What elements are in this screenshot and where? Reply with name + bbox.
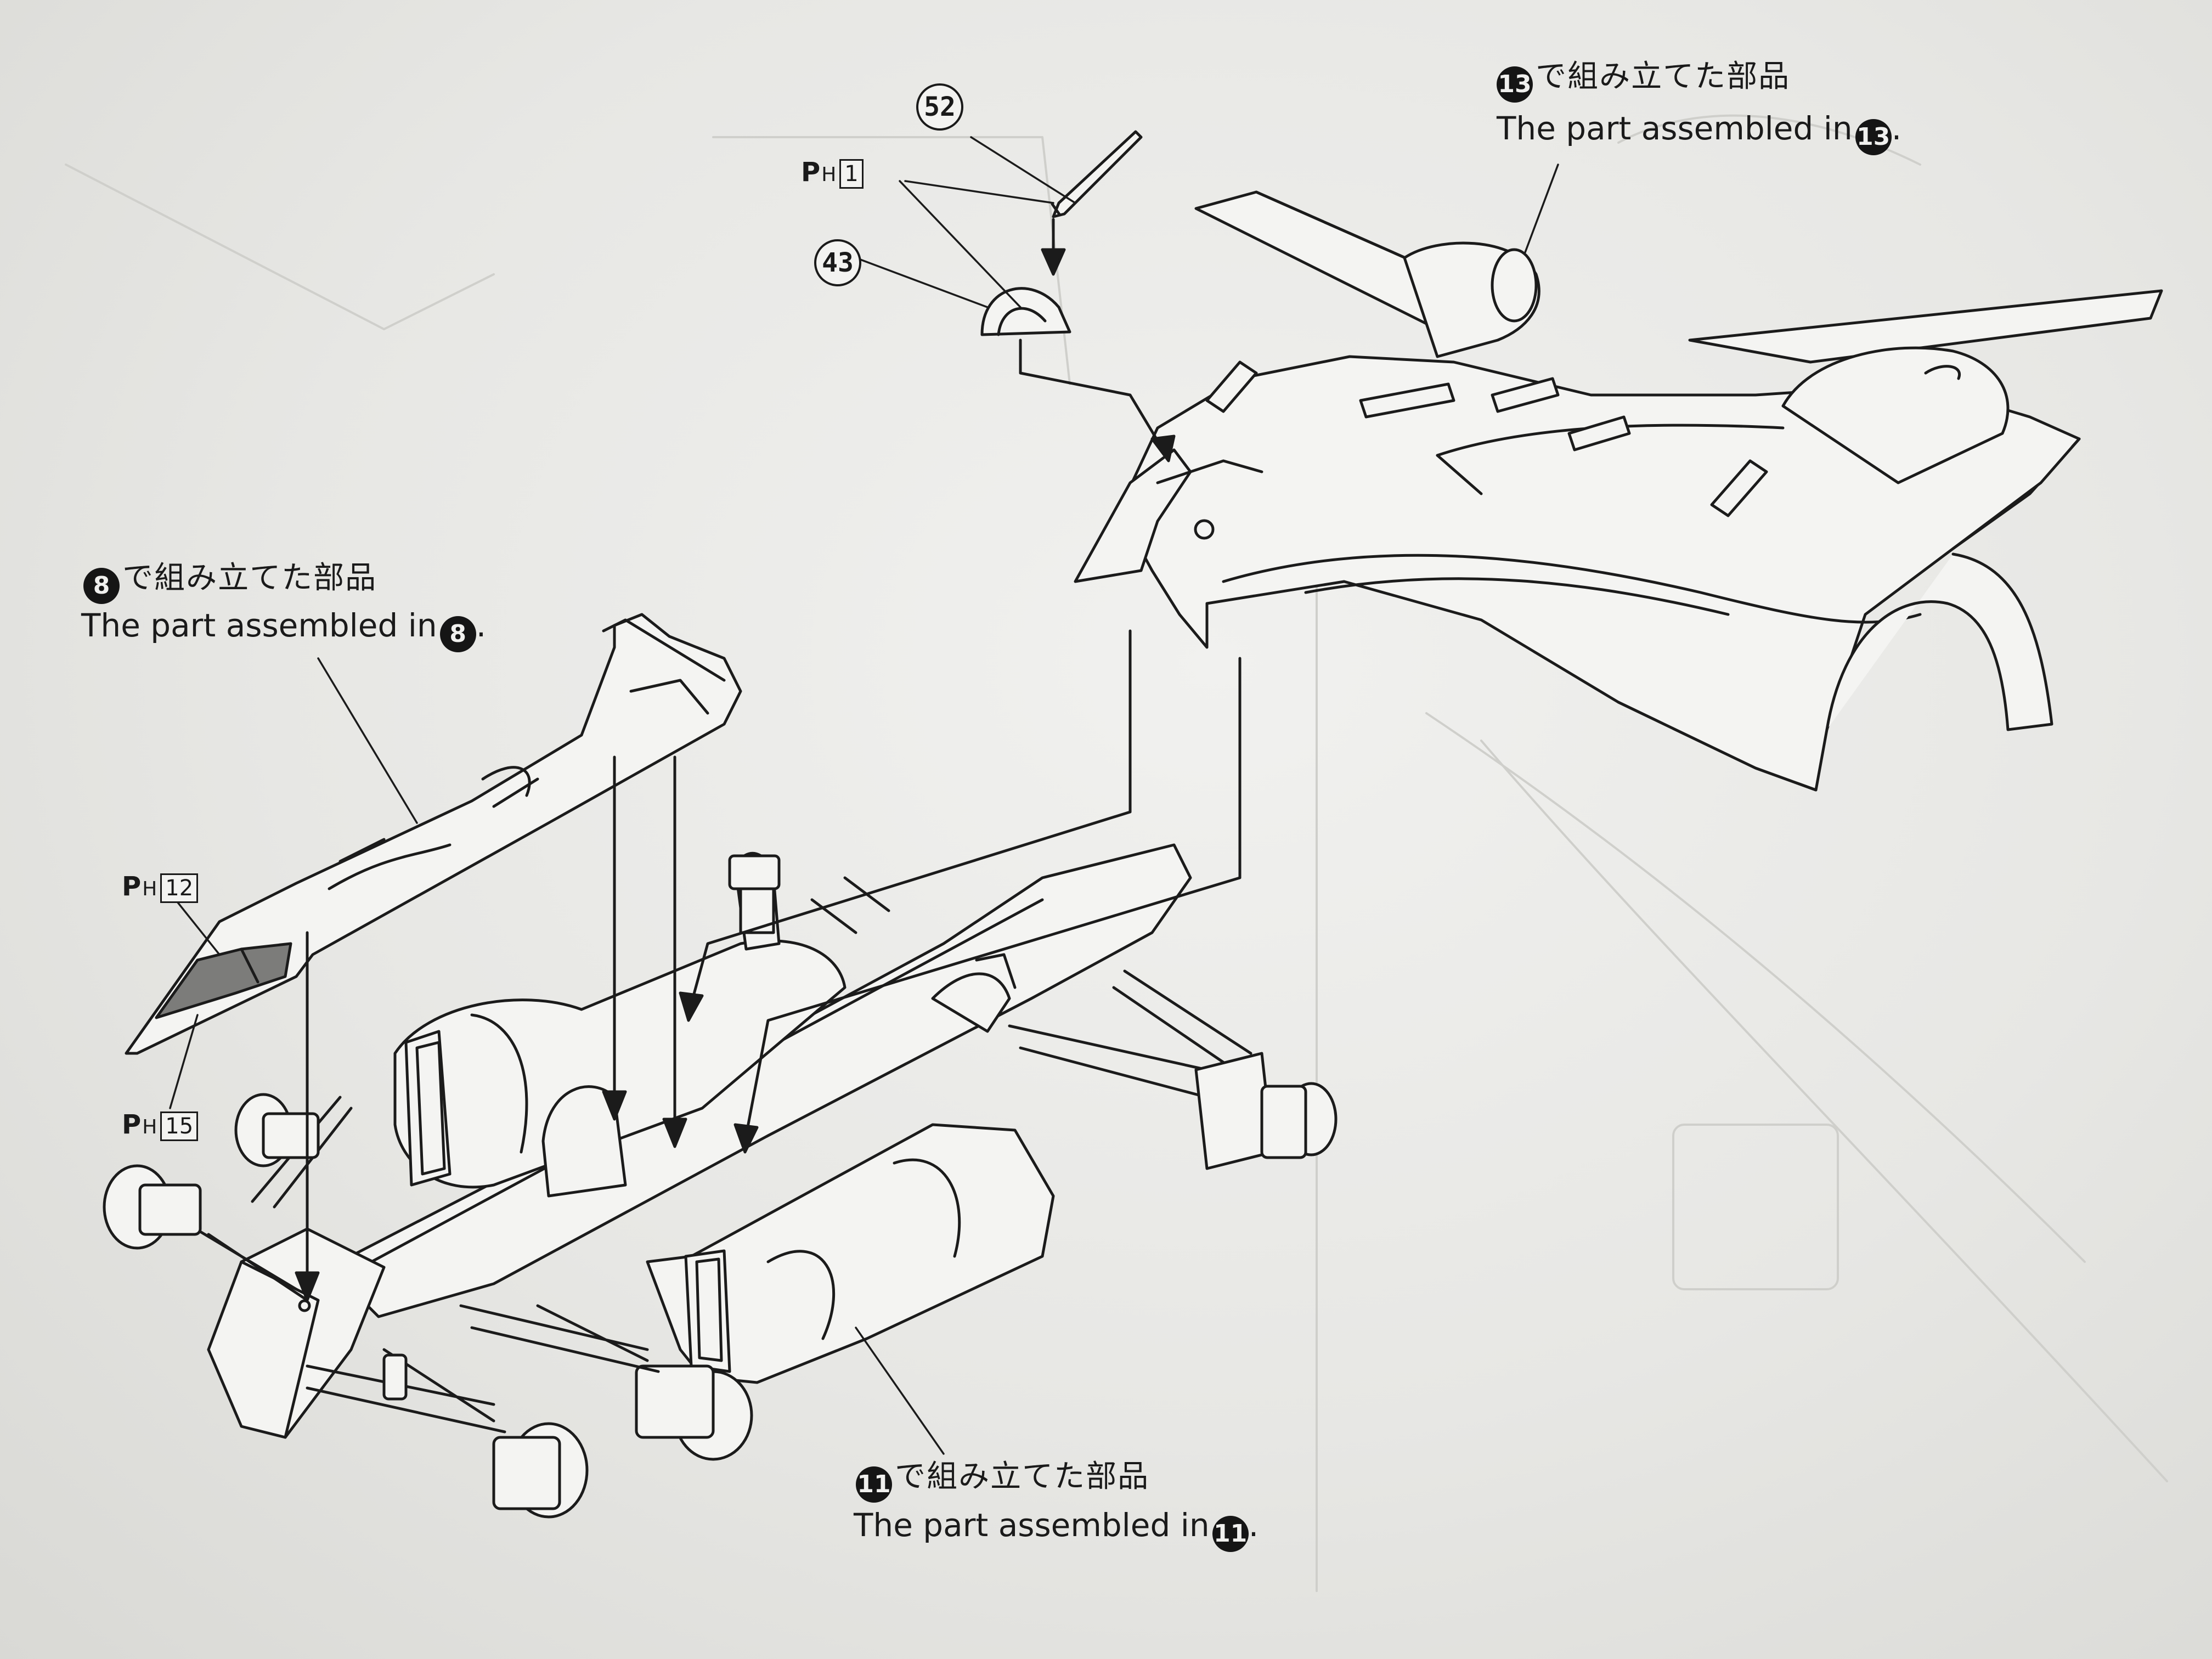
- step8-en-end: .: [476, 607, 487, 644]
- step11-en-badge: 11: [1212, 1515, 1249, 1552]
- decal-ph1-letter: P: [801, 157, 821, 188]
- step13-en-end: .: [1891, 110, 1902, 147]
- decal-ph12-sub: H: [142, 878, 157, 900]
- step13-label-en: The part assembled in 13.: [1497, 110, 1901, 155]
- decal-ph15-letter: P: [122, 1109, 142, 1140]
- part-52-callout: 52: [916, 83, 963, 131]
- decal-ph12-letter: P: [122, 871, 142, 902]
- part-52-screen: [1052, 130, 1143, 218]
- step8-jp-text: で組み立てた部品: [122, 560, 377, 596]
- suspension: [103, 854, 1338, 1519]
- decal-ph12-number: 12: [160, 873, 199, 903]
- chassis: [207, 843, 1192, 1439]
- step11-en-text: The part assembled in: [854, 1506, 1210, 1544]
- step8-en-badge: 8: [439, 616, 476, 652]
- windscreen-parts: [980, 130, 1143, 336]
- background-ghost-lines: [65, 114, 2168, 1592]
- step11-label-en: The part assembled in 11.: [854, 1506, 1259, 1552]
- shaded-decal-panel: [155, 942, 292, 1019]
- step11-jp-text: で組み立てた部品: [895, 1459, 1150, 1494]
- step13-badge: 13: [1497, 66, 1533, 103]
- step8-badge: 8: [83, 567, 120, 604]
- part-43-hood: [980, 287, 1071, 336]
- step13-en-badge: 13: [1855, 119, 1892, 155]
- decal-ph15-sub: H: [142, 1116, 157, 1138]
- step11-label-jp: 11 で組み立てた部品: [856, 1452, 1149, 1503]
- step11-badge: 11: [856, 1466, 892, 1503]
- upper-cowl: [1074, 190, 2163, 792]
- assembly-arrows: [295, 218, 1242, 1302]
- step8-label-jp: 8 で組み立てた部品: [83, 553, 377, 604]
- step11-en-end: .: [1248, 1506, 1259, 1544]
- decal-ph1-number: 1: [839, 159, 864, 189]
- step13-en-text: The part assembled in: [1497, 110, 1853, 147]
- cockpit-tub: [125, 613, 742, 1055]
- step13-label-jp: 13 で組み立てた部品: [1497, 52, 1790, 103]
- decal-ph15-number: 15: [160, 1111, 199, 1141]
- leader-lines: [169, 136, 1559, 1455]
- decal-ph1-sub: H: [821, 163, 837, 186]
- step8-label-en: The part assembled in 8.: [81, 607, 486, 652]
- step8-en-text: The part assembled in: [81, 607, 437, 644]
- part-43-callout: 43: [814, 239, 861, 286]
- step13-jp-text: で組み立てた部品: [1536, 59, 1791, 94]
